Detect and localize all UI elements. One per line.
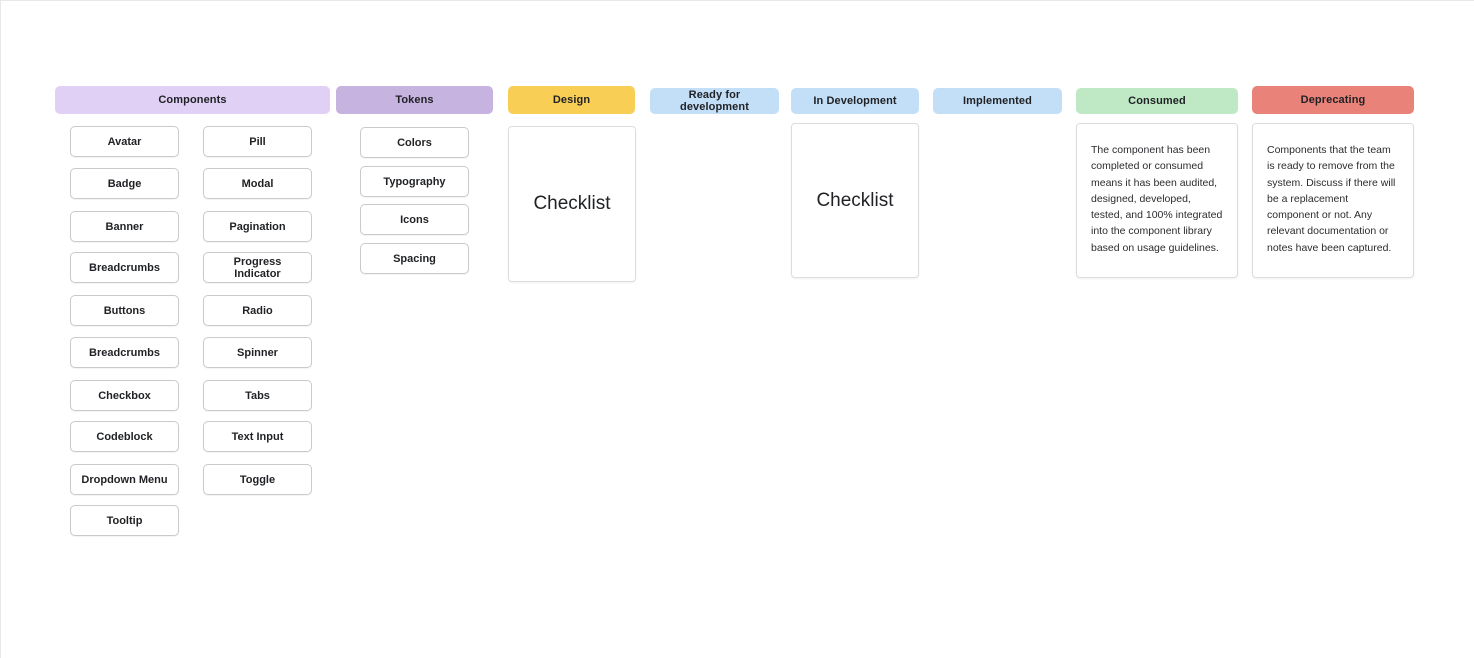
column-header-label: In Development <box>813 95 897 107</box>
column-header-label: Consumed <box>1128 95 1186 107</box>
chip-label: Buttons <box>103 304 146 317</box>
consumed-description-card[interactable]: The component has been completed or cons… <box>1076 123 1238 278</box>
deprecating-description-card[interactable]: Components that the team is ready to rem… <box>1252 123 1414 278</box>
component-chip[interactable]: Text Input <box>203 421 312 452</box>
component-chip[interactable]: Badge <box>70 168 179 199</box>
column-header-ready-for-development[interactable]: Ready for development <box>650 88 779 114</box>
component-chip[interactable]: Radio <box>203 295 312 326</box>
component-chip[interactable]: Progress Indicator <box>203 252 312 283</box>
token-chip[interactable]: Typography <box>360 166 469 197</box>
column-header-components[interactable]: Components <box>55 86 330 114</box>
card-title: Checklist <box>533 193 611 214</box>
chip-label: Dropdown Menu <box>81 473 168 486</box>
component-chip[interactable]: Tooltip <box>70 505 179 536</box>
chip-label: Breadcrumbs <box>89 346 160 359</box>
chip-label: Pagination <box>229 220 286 233</box>
component-chip[interactable]: Codeblock <box>70 421 179 452</box>
column-header-tokens[interactable]: Tokens <box>336 86 493 114</box>
chip-label: Icons <box>400 213 429 226</box>
column-header-label: Design <box>552 94 591 106</box>
component-chip[interactable]: Buttons <box>70 295 179 326</box>
component-chip[interactable]: Breadcrumbs <box>70 252 179 283</box>
component-chip[interactable]: Checkbox <box>70 380 179 411</box>
component-chip[interactable]: Spinner <box>203 337 312 368</box>
chip-label: Tooltip <box>106 514 143 527</box>
chip-label: Radio <box>242 304 273 317</box>
chip-label: Breadcrumbs <box>89 261 160 274</box>
chip-label: Checkbox <box>98 389 151 402</box>
column-header-in-development[interactable]: In Development <box>791 88 919 114</box>
column-header-label: Tokens <box>395 94 434 106</box>
chip-label: Colors <box>397 136 432 149</box>
chip-label: Avatar <box>107 135 142 148</box>
chip-label: Typography <box>383 175 446 188</box>
chip-label: Progress Indicator <box>233 255 282 280</box>
token-chip[interactable]: Icons <box>360 204 469 235</box>
chip-label: Tabs <box>245 389 270 402</box>
in-development-checklist-card[interactable]: Checklist <box>791 123 919 278</box>
component-chip[interactable]: Pagination <box>203 211 312 242</box>
design-checklist-card[interactable]: Checklist <box>508 126 636 282</box>
component-chip[interactable]: Dropdown Menu <box>70 464 179 495</box>
card-body-text: The component has been completed or cons… <box>1091 144 1223 254</box>
chip-label: Badge <box>107 177 142 190</box>
component-chip[interactable]: Tabs <box>203 380 312 411</box>
card-title: Checklist <box>816 189 894 211</box>
component-chip[interactable]: Pill <box>203 126 312 157</box>
token-chip[interactable]: Colors <box>360 127 469 158</box>
card-body-text: Components that the team is ready to rem… <box>1267 144 1396 254</box>
chip-label: Spacing <box>393 252 436 265</box>
column-header-label: Ready for development <box>680 89 749 113</box>
column-header-consumed[interactable]: Consumed <box>1076 88 1238 114</box>
chip-label: Banner <box>105 220 144 233</box>
chip-label: Pill <box>249 135 266 148</box>
component-chip[interactable]: Banner <box>70 211 179 242</box>
chip-label: Toggle <box>239 473 276 486</box>
chip-label: Codeblock <box>96 430 153 443</box>
column-header-implemented[interactable]: Implemented <box>933 88 1062 114</box>
component-chip[interactable]: Modal <box>203 168 312 199</box>
column-header-label: Components <box>158 94 227 106</box>
column-header-design[interactable]: Design <box>508 86 635 114</box>
column-header-label: Deprecating <box>1300 94 1366 106</box>
chip-label: Text Input <box>231 430 284 443</box>
component-chip[interactable]: Toggle <box>203 464 312 495</box>
column-header-deprecating[interactable]: Deprecating <box>1252 86 1414 114</box>
component-chip[interactable]: Avatar <box>70 126 179 157</box>
token-chip[interactable]: Spacing <box>360 243 469 274</box>
chip-label: Modal <box>241 177 274 190</box>
column-header-label: Implemented <box>963 95 1032 107</box>
chip-label: Spinner <box>237 346 278 359</box>
component-chip[interactable]: Breadcrumbs <box>70 337 179 368</box>
